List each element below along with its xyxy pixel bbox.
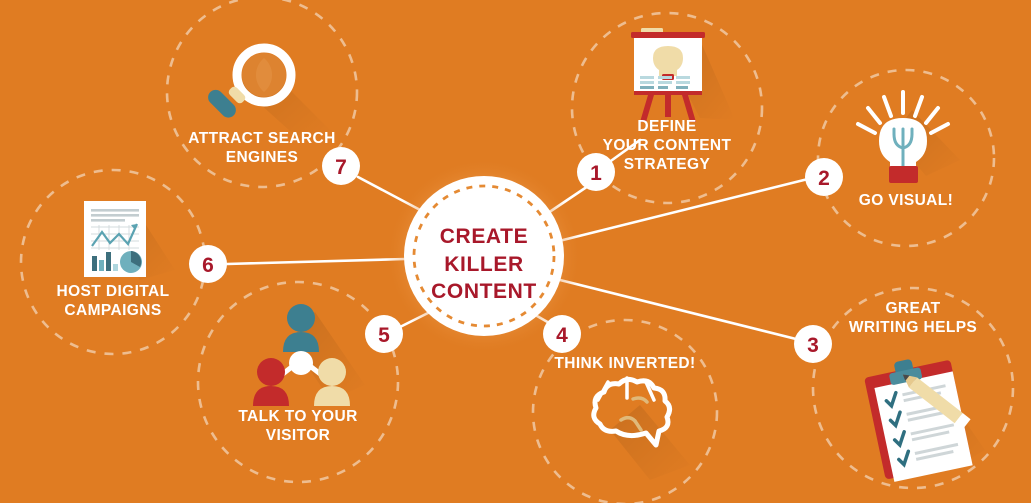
ring-node-2 (816, 68, 996, 248)
number-badges[interactable]: 1 2 3 4 5 6 7 (189, 147, 843, 363)
connector-3 (558, 278, 802, 342)
ring-node-3 (811, 286, 1015, 490)
badge-4 (543, 315, 581, 353)
center-node[interactable] (386, 158, 582, 354)
easel-lightbulb-icon (631, 28, 735, 122)
ring-node-7 (165, 0, 359, 189)
badge-3 (794, 325, 832, 363)
bar-chart-mini (92, 252, 118, 271)
clipboard-checklist-icon (864, 359, 985, 482)
center-label: CREATE KILLER CONTENT (431, 225, 537, 304)
lightbulb-rays-icon (856, 90, 960, 183)
badge-3-number: 3 (807, 334, 819, 357)
center-dashed-ring (412, 184, 556, 328)
pie-chart-mini (120, 251, 142, 273)
brain-icon (591, 376, 690, 480)
badge-7 (322, 147, 360, 185)
person-left (253, 358, 289, 406)
ring-node-1 (570, 11, 764, 205)
badge-2 (805, 158, 843, 196)
connector-1b (606, 138, 642, 165)
ring-node-4 (531, 318, 719, 503)
badge-1-number: 1 (590, 162, 602, 185)
person-top (283, 304, 319, 352)
magnifier-icon (208, 43, 330, 140)
badge-1 (577, 153, 615, 191)
badge-2-number: 2 (818, 167, 830, 190)
people-network-icon (253, 304, 365, 406)
badge-4-number: 4 (556, 324, 568, 347)
connector-6 (225, 257, 407, 266)
person-right (314, 358, 350, 406)
badge-6 (189, 245, 227, 283)
badge-5 (365, 315, 403, 353)
connector-2 (561, 176, 814, 242)
center-circle (404, 176, 564, 336)
badge-7-number: 7 (335, 156, 347, 179)
ring-node-5 (196, 280, 400, 484)
report-charts-icon (84, 201, 175, 280)
badge-6-number: 6 (202, 254, 214, 277)
badge-5-number: 5 (378, 324, 390, 347)
